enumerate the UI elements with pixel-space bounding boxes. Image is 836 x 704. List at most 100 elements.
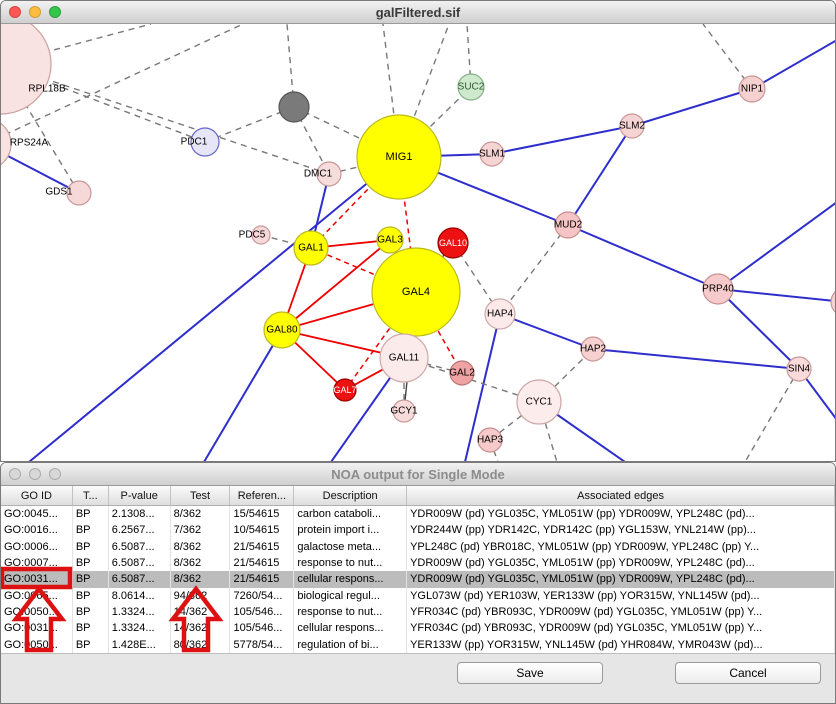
- column-header-3[interactable]: Test: [171, 486, 231, 505]
- edge-nip1-x[interactable]: [751, 39, 836, 90]
- node-suc2[interactable]: [457, 73, 485, 101]
- node-pdc5[interactable]: [251, 225, 271, 245]
- edge-slm2-nip1[interactable]: [631, 88, 753, 127]
- edge-hap4-hap2[interactable]: [499, 313, 594, 350]
- edge-prp40-sin4[interactable]: [717, 288, 800, 370]
- edge-prp40-edge_r[interactable]: [717, 288, 836, 302]
- node-label-cyc1: CYC1: [526, 397, 553, 408]
- close-icon[interactable]: [9, 6, 21, 18]
- table-cell-6-3: 14/362: [171, 603, 231, 621]
- node-gal80[interactable]: [263, 311, 301, 349]
- table-cell-5-0: GO:0065...: [1, 587, 73, 604]
- edge-pdc1-gray1[interactable]: [204, 106, 295, 143]
- node-pdc1[interactable]: [190, 127, 220, 157]
- edge-slm2-mud2[interactable]: [567, 125, 633, 226]
- node-rps24a[interactable]: [1, 118, 12, 170]
- node-gds1[interactable]: [66, 180, 92, 206]
- cancel-button[interactable]: Cancel: [675, 661, 821, 684]
- node-gcy1[interactable]: [392, 399, 416, 423]
- node-gal4[interactable]: [371, 247, 461, 337]
- edge-gal80-gal3[interactable]: [281, 239, 391, 331]
- edge-gray1-mig1[interactable]: [293, 106, 400, 158]
- zoom-icon[interactable]: [49, 6, 61, 18]
- edge-rps24a-gds1[interactable]: [1, 144, 80, 194]
- node-mud2[interactable]: [554, 211, 582, 239]
- column-header-4[interactable]: Referen...: [230, 486, 295, 505]
- edge-prp40-x[interactable]: [717, 202, 836, 290]
- table-cell-7-4: 105/546...: [230, 620, 295, 637]
- edge-pdc5-gal1[interactable]: [260, 234, 312, 249]
- node-gal10[interactable]: [437, 227, 469, 259]
- node-label-hap4: HAP4: [487, 309, 514, 320]
- node-rpl18b[interactable]: [1, 13, 52, 115]
- noa-window-titlebar[interactable]: NOA output for Single Mode: [1, 463, 835, 486]
- node-dmc1[interactable]: [316, 161, 342, 187]
- node-label-mud2: MUD2: [554, 220, 583, 231]
- node-slm2[interactable]: [619, 113, 645, 139]
- edge-hap2-sin4[interactable]: [592, 348, 800, 370]
- node-label-gal3: GAL3: [377, 235, 403, 246]
- column-header-5[interactable]: Description: [294, 486, 408, 505]
- edge-hap4-x[interactable]: [464, 313, 501, 462]
- node-gal11[interactable]: [379, 333, 429, 383]
- table-cell-4-6: YDR009W (pd) YGL035C, YML051W (pp) YDR00…: [407, 571, 835, 588]
- node-hap2[interactable]: [580, 336, 606, 362]
- column-header-0[interactable]: GO ID: [1, 486, 73, 505]
- edge-mig1-x[interactable]: [28, 156, 400, 462]
- node-prp40[interactable]: [702, 273, 734, 305]
- edge-gal80-x[interactable]: [203, 329, 283, 462]
- table-cell-4-0: GO:0031...: [1, 571, 73, 588]
- zoom-icon[interactable]: [49, 468, 61, 480]
- table-cell-7-6: YFR034C (pd) YBR093C, YDR009W (pd) YGL03…: [407, 620, 835, 637]
- node-gal1[interactable]: [293, 230, 329, 266]
- close-icon[interactable]: [9, 468, 21, 480]
- network-graph-svg[interactable]: RPL18BRPS24AGDS1PDC1DMC1MIG1SUC2SLM1SLM2…: [1, 13, 836, 462]
- save-button[interactable]: Save: [457, 661, 603, 684]
- edge-slm1-slm2[interactable]: [491, 125, 633, 155]
- node-slm1[interactable]: [479, 141, 505, 167]
- node-sin4[interactable]: [786, 356, 812, 382]
- table-cell-6-2: 1.3324...: [109, 603, 171, 621]
- node-cyc1[interactable]: [516, 379, 562, 425]
- table-cell-1-6: YDR244W (pp) YDR142C, YDR142C (pp) YGL15…: [407, 522, 835, 539]
- node-hap4[interactable]: [484, 298, 516, 330]
- edge-mud2-hap4[interactable]: [499, 224, 569, 315]
- network-window-titlebar[interactable]: galFiltered.sif: [1, 1, 835, 24]
- column-header-6[interactable]: Associated edges: [407, 486, 835, 505]
- node-nip1[interactable]: [738, 75, 766, 103]
- node-gal7[interactable]: [333, 378, 357, 402]
- edge-rpl18b-dmc1[interactable]: [1, 63, 330, 175]
- minimize-icon[interactable]: [29, 6, 41, 18]
- node-gray1[interactable]: [278, 91, 310, 123]
- table-cell-0-3: 8/362: [171, 506, 231, 523]
- minimize-icon[interactable]: [29, 468, 41, 480]
- node-label-hap3: HAP3: [477, 435, 504, 446]
- node-edge_r[interactable]: [830, 288, 836, 316]
- table-cell-8-5: regulation of bi...: [294, 636, 408, 653]
- node-gal3[interactable]: [376, 226, 404, 254]
- node-hap3[interactable]: [477, 427, 503, 453]
- edge-sin4-x[interactable]: [744, 368, 800, 462]
- node-label-gcy1: GCY1: [390, 406, 418, 417]
- column-header-1[interactable]: T...: [73, 486, 109, 505]
- node-gal2[interactable]: [449, 360, 475, 386]
- edge-mud2-prp40[interactable]: [567, 224, 719, 290]
- edge-rps24a-x[interactable]: [1, 23, 244, 144]
- table-cell-3-0: GO:0007...: [1, 554, 73, 572]
- column-header-2[interactable]: P-value: [109, 486, 171, 505]
- edge-gal4-gal2[interactable]: [415, 291, 463, 374]
- node-mig1[interactable]: [356, 114, 442, 200]
- node-label-slm1: SLM1: [479, 149, 506, 160]
